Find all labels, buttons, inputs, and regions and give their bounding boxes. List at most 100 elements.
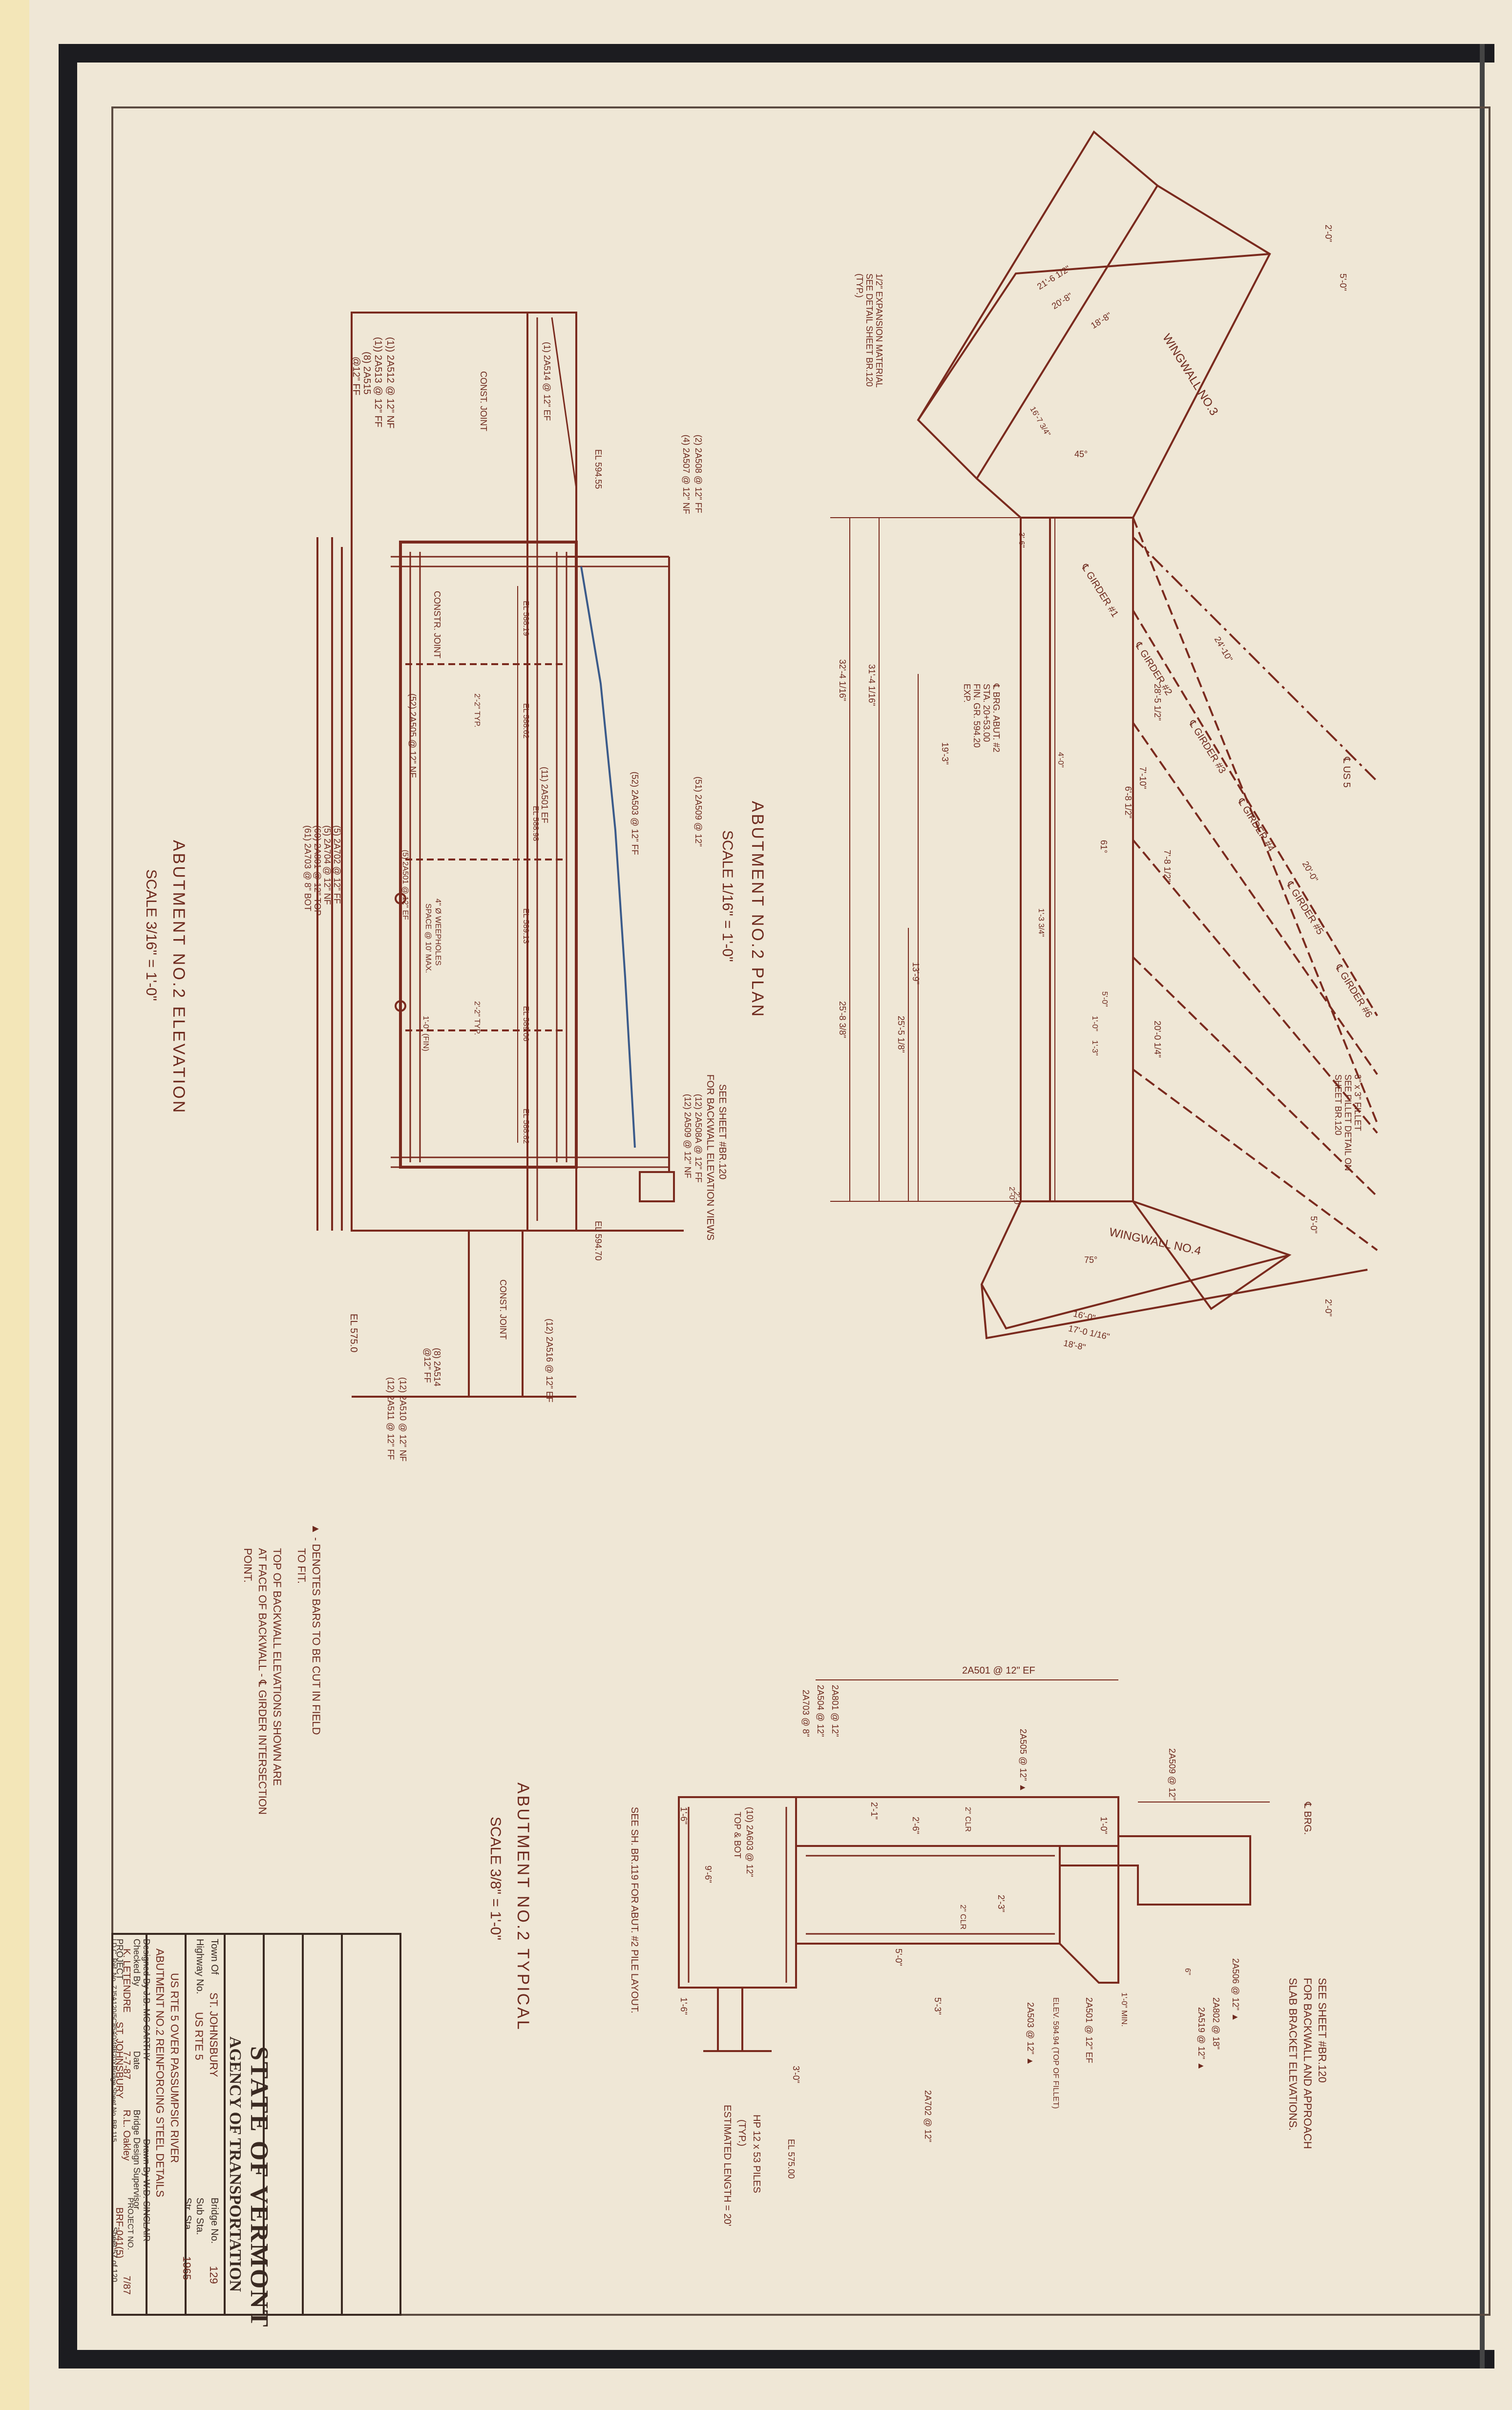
- dim-right-10: 1'-3": [1091, 1040, 1099, 1056]
- typ-elev-footing: EL 575.00: [786, 2139, 796, 2179]
- typ-dim-6: 5'-3": [933, 1997, 943, 2015]
- bar-mid-2: (52) 2A503 @ 12" FF: [630, 772, 640, 855]
- const-joint-mid: CONSTR. JOINT: [432, 591, 442, 658]
- dim-wing3-5: 5'-0": [1338, 273, 1348, 291]
- brg-note-2: STA. 20+53.00: [982, 684, 991, 742]
- approach-note-3: SLAB BRACKET ELEVATIONS.: [1287, 1978, 1299, 2131]
- bar-bottom-5: (12) 2A516 @ 12" EF: [545, 1319, 554, 1403]
- dim-right-2: 28'-5 1/2": [1153, 684, 1162, 721]
- note-line-2: TO FIT.: [295, 1548, 308, 1584]
- weep-note-1: 4" Ø WEEPHOLES: [434, 899, 442, 966]
- typ-dim-10: 2" CLR: [959, 1905, 967, 1930]
- el-589-06: EL 589.06: [522, 1006, 530, 1042]
- expansion-note-2: SEE DETAIL SHEET BR.120: [864, 273, 874, 387]
- note-line-1: ▲ - DENOTES BARS TO BE CUT IN FIELD: [310, 1524, 322, 1735]
- supervisor-name: R.L. Oakley: [121, 2110, 132, 2161]
- sheet-description: ABUTMENT NO.2 REINFORCING STEEL DETAILS: [154, 1949, 166, 2198]
- fillet-note-3: SHEET BR.120: [1333, 1074, 1343, 1135]
- sub-sta-label: Sub Sta.: [194, 2198, 205, 2235]
- year-value: 1965: [181, 2256, 193, 2280]
- dim-right-7: 20'-0 1/4": [1153, 1021, 1162, 1058]
- backwall-bar-2: (12) 2A509 @ 12" NF: [683, 1094, 693, 1178]
- project-no-label: PROJECT NO.: [126, 2198, 134, 2250]
- abutment-plan-drawing: [830, 130, 1378, 1340]
- dim-small-2: 2'-0": [1012, 1192, 1021, 1207]
- fin-label: 1'-0" (FIN): [421, 1016, 430, 1051]
- dim-wing4-6: 75°: [1084, 1255, 1098, 1265]
- el-bottom-label: EL 594.70: [593, 1221, 603, 1261]
- weep-note-2: SPACE @ 10' MAX.: [424, 903, 432, 973]
- elevation-scale: SCALE 3/16" = 1'-0": [143, 869, 159, 1001]
- bar-bottom-left-1: (5) 2A702 @ 12" FF: [332, 825, 342, 904]
- typ-bar-8: TOP & BOT: [733, 1812, 742, 1859]
- typ-dim-12: 1'-0": [1099, 1817, 1109, 1834]
- typ-label-1: 2'-2" TYP.: [473, 693, 481, 728]
- typ-dim-7: 2'-1": [869, 1802, 879, 1820]
- bar-label-top-5: (1) 2A514 @ 12" EF: [542, 342, 552, 421]
- agency-heading: AGENCY OF TRANSPORTATION: [226, 2036, 244, 2292]
- typ-bar-13: 2A802 @ 18": [1211, 1997, 1221, 2050]
- backwall-note-2: FOR BACKWALL ELEVATION VIEWS: [705, 1074, 715, 1241]
- dim-right-8: 5'-0": [1100, 991, 1109, 1007]
- fillet-note-2: SEE FILLET DETAIL ON: [1343, 1074, 1353, 1171]
- typ-bar-5: 2A505 @ 12" ▲: [1018, 1729, 1028, 1792]
- abutment-elevation-drawing: [316, 312, 684, 1398]
- typ-bar-11: 2A501 @ 12" EF: [1084, 1997, 1094, 2063]
- bar-bottom-2: @12" FF: [422, 1348, 432, 1383]
- paper-yellow-strip: [0, 0, 29, 2410]
- typ-brg: ℄ BRG.: [1302, 1802, 1313, 1835]
- note-line-3: TOP OF BACKWALL ELEVATIONS SHOWN ARE: [271, 1548, 283, 1786]
- brg-note-4: EXP.: [962, 684, 972, 703]
- drawn-by: Drawn By W.D. SINCLAIR: [142, 2139, 151, 2242]
- dim-small-1: 3'-6": [1017, 532, 1026, 548]
- highway-value: US RTE 5: [193, 2012, 205, 2060]
- dim-wing3-4: 2'-0": [1323, 225, 1333, 242]
- supervisor-label: Bridge Design Supervisor: [132, 2110, 142, 2210]
- typ-bar-4: 2A703 @ 8": [801, 1690, 811, 1737]
- expansion-note-3: (TYP.): [855, 273, 864, 298]
- town-label: Town Of: [209, 1939, 220, 1975]
- bar-right-2: (4) 2A507 @ 12" NF: [681, 435, 691, 514]
- dim-small-3: 4'-0": [1056, 752, 1065, 768]
- typ-bar-10: 2A702 @ 12": [923, 2090, 933, 2142]
- angle-61: 61°: [1099, 840, 1109, 854]
- dim-right-3: 7'-10": [1138, 767, 1148, 789]
- typical-scale: SCALE 3/8" = 1'-0": [487, 1817, 504, 1940]
- el-589-13: EL 589.13: [522, 908, 530, 944]
- pile-note-3: ESTIMATED LENGTH = 20': [722, 2105, 733, 2226]
- pile-note-1: HP 12 x 53 PILES: [751, 2115, 762, 2193]
- str-sta-label: Str. Sta.: [182, 2198, 193, 2233]
- dim-right-5: 7'-8 1/2": [1162, 850, 1172, 882]
- dim-left-3: 19'-3": [940, 742, 950, 765]
- el-footing-label: EL 575.0: [348, 1314, 359, 1353]
- note-line-5: POINT.: [242, 1548, 254, 1583]
- typ-bar-1: 2A501 @ 12" EF: [962, 1665, 1035, 1676]
- designed-by: Designed By J.B. MC CARTHY: [142, 1939, 151, 2061]
- state-heading: STATE OF VERMONT: [245, 2046, 273, 2328]
- typ-bar-7: (10) 2A603 @ 12": [745, 1807, 755, 1877]
- typ-elev-fillet: ELEV. 594.94 (TOP OF FILLET): [1051, 1997, 1060, 2109]
- checked-by-label: Checked By: [132, 1939, 142, 1987]
- typ-bar-6: 2A509 @ 12": [1167, 1748, 1177, 1801]
- pile-note-2: (TYP.): [736, 2119, 747, 2147]
- supervisor-date: 7/87: [121, 2276, 132, 2295]
- abutment-typical-drawing: [678, 1679, 1270, 2052]
- sheet-count: Sheet 57 of 120: [110, 2227, 118, 2282]
- typ-dim-13: 1'-0" MIN.: [1120, 1992, 1128, 2027]
- el-588-82: EL 588.82: [522, 1109, 530, 1144]
- dim-wing4-4: 5'-0": [1309, 1216, 1319, 1234]
- bar-bottom-left-2: (5) 2A704 @ 12" NF: [322, 825, 332, 905]
- town-value: ST. JOHNSBURY: [208, 1992, 220, 2077]
- bar-bottom-left-4: (61) 2A703 @ 8" BOT: [303, 825, 313, 911]
- typ-label-2: 2'-2" TYP.: [473, 1001, 481, 1035]
- plan-scale: SCALE 1/16" = 1'-0": [719, 830, 735, 962]
- expansion-note-1: 1/2" EXPANSION MATERIAL: [874, 273, 884, 388]
- sheet-frame: [59, 44, 1494, 2368]
- dim-wing4-5: 2'-0": [1323, 1299, 1333, 1317]
- bar-bottom-left-3: (60) 2A801 @ 12" TOP: [313, 825, 322, 916]
- backwall-bar-1: (12) 2A508A @ 12" FF: [693, 1094, 703, 1183]
- route-description: US RTE 5 OVER PASSUMPSIC RIVER: [168, 1973, 181, 2163]
- typ-dim-8: 2'-6": [911, 1817, 921, 1834]
